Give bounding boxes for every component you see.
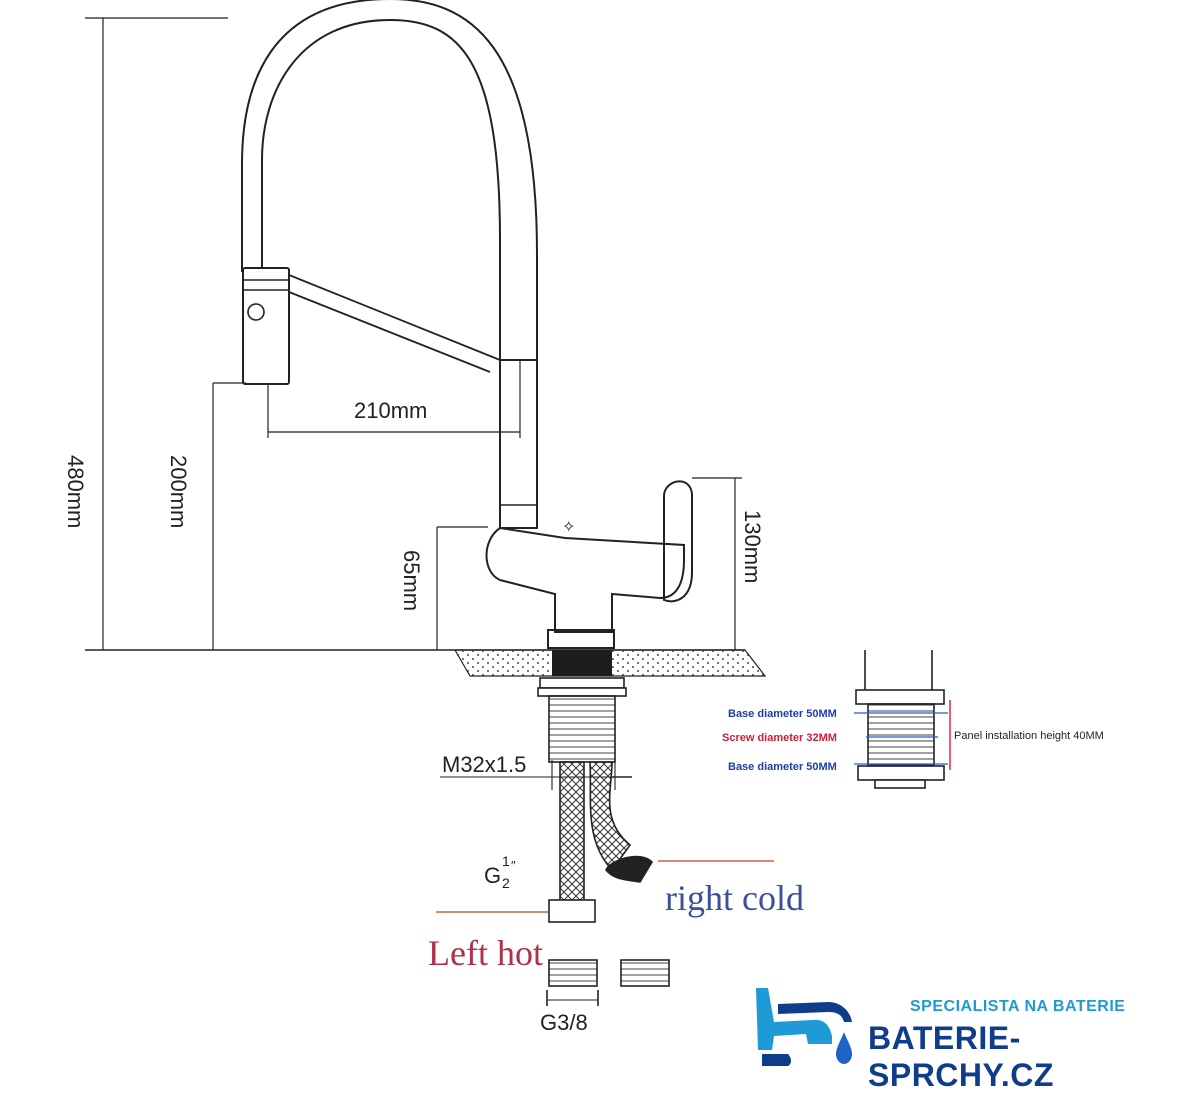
svg-text:″: ″ <box>511 858 516 873</box>
panel-detail <box>854 650 951 789</box>
total-height-dimension <box>85 17 228 650</box>
base-collar <box>547 629 615 649</box>
right-cold-label: right cold <box>665 878 804 918</box>
hose-thread-label: G 1 2 ″ <box>484 853 516 891</box>
thread-label: M32x1.5 <box>442 752 526 777</box>
spray-head <box>242 267 290 385</box>
hose-nut-hot <box>548 899 596 923</box>
body-height-label: 65mm <box>399 550 424 611</box>
supply-hoses <box>548 761 654 923</box>
panel-install-height: Panel installation height 40MM <box>954 730 1104 742</box>
left-hot-label: Left hot <box>428 933 543 973</box>
svg-text:✧: ✧ <box>562 519 575 536</box>
spout-reach-label: 210mm <box>354 398 427 423</box>
faucet-column <box>499 359 538 529</box>
counter-plate <box>453 649 767 677</box>
svg-text:G: G <box>484 863 501 888</box>
water-drop-icon <box>836 1032 852 1064</box>
spout-height-label: 200mm <box>166 455 191 528</box>
svg-text:2: 2 <box>502 875 510 891</box>
connector-label: G3/8 <box>540 1010 588 1035</box>
svg-text:1: 1 <box>502 853 510 869</box>
panel-base-bottom: Base diameter 50MM <box>728 761 837 773</box>
logo-brand-name[interactable]: BATERIE-SPRCHY.CZ <box>868 1020 1054 1093</box>
logo-tagline: SPECIALISTA NA BATERIE <box>910 998 1126 1015</box>
faucet-logo-icon <box>756 988 852 1066</box>
brand-logo[interactable]: SPECIALISTA NA BATERIE BATERIE-SPRCHY.CZ <box>748 984 1188 1093</box>
body-height-dimension <box>436 526 488 650</box>
spout-height-dimension <box>212 382 246 650</box>
mounting-shank <box>440 677 627 790</box>
handle-height-label: 130mm <box>740 510 765 583</box>
g38-connectors <box>546 959 670 1006</box>
total-height-label: 480mm <box>63 455 88 528</box>
panel-base-top: Base diameter 50MM <box>728 708 837 720</box>
support-arm <box>288 274 501 373</box>
flexible-spout <box>261 18 501 360</box>
spout-reach-dimension <box>267 360 521 438</box>
spray-button <box>247 303 265 321</box>
handle-height-dimension <box>692 477 742 650</box>
faucet-handle <box>663 480 693 603</box>
panel-screw: Screw diameter 32MM <box>722 732 837 744</box>
faucet-body <box>485 526 685 633</box>
inlet-arrows <box>436 776 774 913</box>
